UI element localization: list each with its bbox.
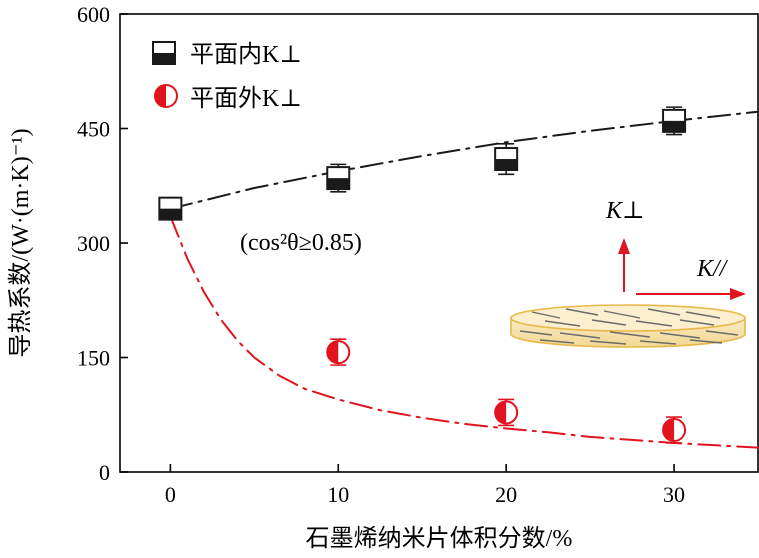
data-point-in-plane	[662, 106, 687, 136]
data-point-out-of-plane	[662, 416, 687, 444]
x-tick-label: 0	[165, 482, 176, 507]
inset-label-perpendicular: K⊥	[605, 198, 645, 224]
marker-circle-fill	[327, 341, 339, 364]
legend-label-in-plane: 平面内K⊥	[190, 41, 302, 68]
marker-circle-fill	[495, 401, 507, 424]
fit-curve-out-of-plane	[169, 215, 759, 449]
y-tick-label: 150	[77, 346, 110, 371]
fit-curves	[169, 110, 759, 449]
marker-square-fill	[327, 178, 350, 190]
y-tick-label: 450	[77, 117, 110, 142]
x-tick-label: 10	[327, 482, 349, 507]
data-point-in-plane	[158, 196, 183, 221]
plot-frame	[119, 13, 759, 473]
annotation-cos-theta: (cos²θ≥0.85)	[240, 230, 362, 256]
y-tick-label: 600	[77, 2, 110, 27]
x-axis-label: 石墨烯纳米片体积分数/%	[306, 525, 573, 552]
inset-graphene-disc	[510, 304, 746, 348]
fit-curve-in-plane	[169, 110, 759, 210]
inset-arrow-perpendicular	[618, 238, 630, 292]
marker-square-fill	[159, 208, 182, 220]
y-tick-label: 0	[99, 460, 110, 485]
legend: 平面内K⊥ 平面外K⊥	[152, 41, 302, 112]
x-tick-label: 30	[663, 482, 685, 507]
graphene-sheets-pattern	[519, 308, 739, 345]
x-tick-label: 20	[495, 482, 517, 507]
marker-circle-fill	[663, 419, 675, 442]
legend-marker-square	[152, 41, 176, 65]
x-axis-ticks: 0 10 20 30	[165, 464, 685, 507]
legend-label-out-of-plane: 平面外K⊥	[190, 85, 302, 112]
data-point-out-of-plane	[494, 398, 519, 427]
inset-arrow-parallel	[636, 288, 746, 300]
marker-square-fill	[663, 120, 686, 132]
inset-label-parallel: K//	[696, 256, 729, 282]
y-axis-label: 导热系数/(W·(m·K)⁻¹)	[7, 128, 34, 357]
marker-square-fill	[495, 159, 518, 171]
data-points	[158, 106, 687, 444]
y-tick-label: 300	[77, 231, 110, 256]
data-point-in-plane	[326, 163, 351, 193]
legend-marker-circle	[154, 84, 178, 108]
y-axis-ticks: 0 150 300 450 600	[77, 2, 128, 485]
data-point-out-of-plane	[326, 338, 351, 366]
data-point-in-plane	[494, 142, 519, 176]
